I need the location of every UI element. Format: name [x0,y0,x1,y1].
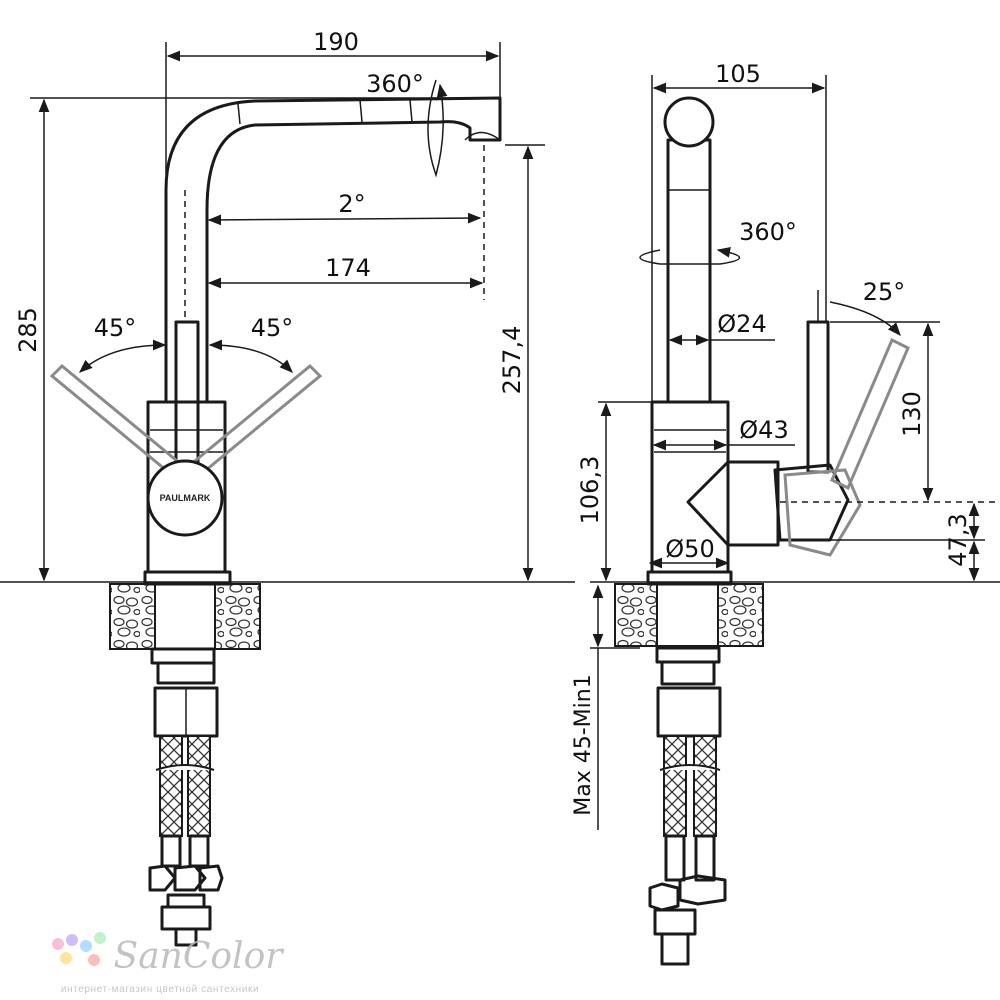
watermark-tagline: интернет-магазин цветной сантехники [61,984,259,995]
hex-nut-left [148,864,177,892]
lever-disk [146,459,224,537]
shank-nut-side [660,932,690,966]
spout-column-side [666,138,712,404]
hose-right-side [693,735,717,837]
hose-right [187,735,211,837]
lever-center [174,320,200,469]
dim-reach: 174 [325,254,371,282]
watermark: SanColor интернет-магазин цветной сантех… [52,932,284,995]
dim-tilt: 2° [338,190,365,218]
countertop-left [109,583,156,650]
dim-height-total: 285 [14,307,42,353]
lever-side [806,320,830,474]
hose-left-side [663,735,687,837]
arc-lever-right [208,339,293,373]
dim-lever-angle: 25° [863,278,906,306]
mount-shank [154,583,216,650]
dim-depth: 105 [715,60,761,88]
aerator [464,131,501,141]
dim-lever-left: 45° [94,314,137,342]
spout [164,96,502,402]
hex-nut-side-left [648,882,680,912]
hex-nut-side-right [678,874,727,906]
dim-mount-thickness: Max 45-Min1 [571,674,596,815]
dim-spout-diameter: Ø24 [717,310,766,338]
dim-swivel-front: 360° [366,70,424,98]
hose-connector-side [656,686,722,738]
dim-line-tilt [207,212,482,226]
countertop-right [214,583,261,650]
dim-lever-height: 130 [898,391,926,437]
side-view: 105 360° Ø24 Ø43 Ø50 106,3 Max 45-Min1 2… [571,60,1000,966]
dim-width-total: 190 [313,28,359,56]
dim-lever-axis-height: 47,3 [944,513,972,566]
hex-nut-right [198,864,224,892]
spout-head-side [663,96,715,148]
dim-swivel-side: 360° [739,218,797,246]
brand-label: PAULMARK [160,493,211,503]
lever-tilt-right [181,363,323,483]
swivel-arrow-front [427,79,448,178]
dim-spout-height: 257,4 [498,326,526,395]
dim-base-diameter: Ø50 [665,535,714,563]
dim-body-diameter: Ø43 [739,416,788,444]
lever-tilt-side [830,337,910,491]
dim-body-height: 106,3 [576,456,604,525]
hose-left [159,735,183,837]
countertop-left-side [614,583,658,647]
lever-tilt-left [49,363,191,483]
lever-hub-side [773,463,850,542]
faucet-body [146,400,227,574]
arc-lever-left [78,339,167,373]
arc-lever-side [829,301,901,337]
watermark-dot [52,938,64,950]
dim-lever-right: 45° [251,314,294,342]
watermark-logo: SanColor [114,936,285,977]
cartridge-housing [726,460,780,547]
swivel-arrow-side [639,246,741,265]
shank-nut [160,905,212,931]
cartridge-cone [686,460,730,547]
countertop-right-side [717,583,764,647]
front-view: PAULMARK 190 285 257,4 [0,28,575,947]
